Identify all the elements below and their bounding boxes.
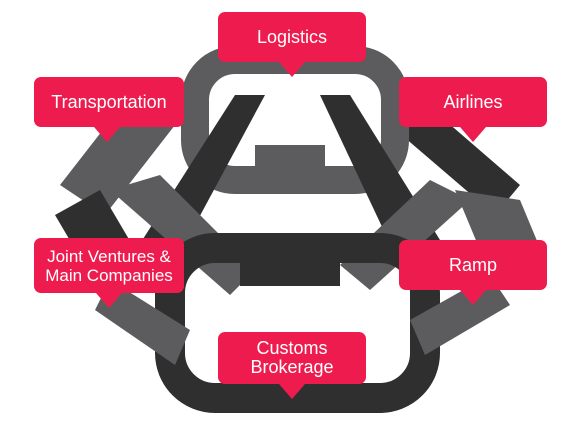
chain-connector-middle	[255, 145, 325, 170]
chain-bar-bottom	[240, 258, 340, 286]
label-joint-ventures: Joint Ventures & Main Companies	[34, 238, 184, 308]
label-airlines-pointer	[460, 127, 486, 142]
label-customs-brokerage: Customs Brokerage	[218, 332, 366, 399]
chain-link-left-inner	[110, 175, 255, 295]
label-joint-ventures-text: Joint Ventures & Main Companies	[34, 238, 184, 293]
label-airlines: Airlines	[399, 77, 547, 142]
label-airlines-text: Airlines	[399, 77, 547, 127]
label-transportation: Transportation	[34, 77, 184, 142]
label-logistics: Logistics	[218, 12, 366, 77]
label-ramp: Ramp	[399, 240, 547, 305]
label-ramp-pointer	[460, 290, 486, 305]
label-logistics-pointer	[279, 62, 305, 77]
label-joint-ventures-pointer	[96, 293, 122, 308]
label-customs-brokerage-text: Customs Brokerage	[218, 332, 366, 384]
label-customs-brokerage-pointer	[279, 384, 305, 399]
label-ramp-text: Ramp	[399, 240, 547, 290]
label-logistics-text: Logistics	[218, 12, 366, 62]
label-transportation-text: Transportation	[34, 77, 184, 127]
label-transportation-pointer	[94, 127, 120, 142]
